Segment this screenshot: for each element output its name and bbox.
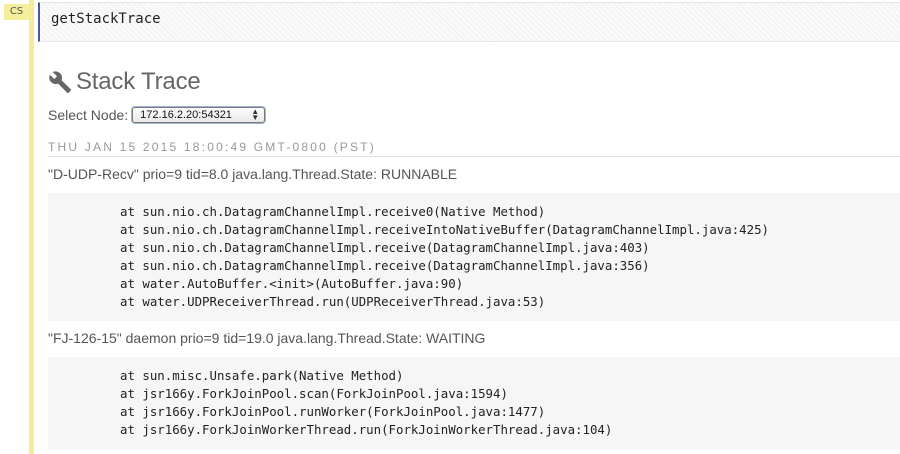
node-select-value: 172.16.2.20:54321	[140, 109, 232, 121]
trace-line: at jsr166y.ForkJoinPool.runWorker(ForkJo…	[120, 404, 546, 419]
wrench-icon	[49, 71, 71, 93]
trace-line: at sun.nio.ch.DatagramChannelImpl.receiv…	[120, 240, 650, 255]
trace-line: at water.AutoBuffer.<init>(AutoBuffer.ja…	[120, 276, 464, 291]
trace-line: at jsr166y.ForkJoinPool.scan(ForkJoinPoo…	[120, 386, 508, 401]
trace-line: at sun.nio.ch.DatagramChannelImpl.receiv…	[120, 258, 650, 273]
trace-line: at sun.misc.Unsafe.park(Native Method)	[120, 368, 404, 383]
node-selector-row: Select Node: 172.16.2.20:54321 ▲▼	[48, 104, 900, 126]
code-input-cell[interactable]: getStackTrace	[38, 2, 900, 42]
trace-line: at sun.nio.ch.DatagramChannelImpl.receiv…	[120, 204, 546, 219]
trace-line: at jsr166y.ForkJoinWorkerThread.run(Fork…	[120, 422, 613, 437]
thread-header: "FJ-126-15" daemon prio=9 tid=19.0 java.…	[48, 330, 486, 346]
cell-gutter-bar[interactable]	[29, 0, 34, 454]
trace-timestamp: THU JAN 15 2015 18:00:49 GMT-0800 (PST)	[48, 140, 900, 157]
thread-header: "D-UDP-Recv" prio=9 tid=8.0 java.lang.Th…	[48, 166, 458, 182]
stack-trace-block: at sun.nio.ch.DatagramChannelImpl.receiv…	[48, 193, 900, 321]
select-node-label: Select Node:	[48, 107, 129, 123]
stack-trace-block: at sun.misc.Unsafe.park(Native Method) a…	[48, 357, 900, 449]
page-title: Stack Trace	[76, 68, 201, 95]
trace-line: at water.UDPReceiverThread.run(UDPReceiv…	[120, 294, 546, 309]
trace-line: at sun.nio.ch.DatagramChannelImpl.receiv…	[120, 222, 770, 237]
node-select-dropdown[interactable]: 172.16.2.20:54321 ▲▼	[132, 107, 266, 123]
cell-type-badge[interactable]: CS	[4, 4, 29, 20]
output-title-row: Stack Trace	[48, 62, 900, 102]
output-area: Stack Trace Select Node: 172.16.2.20:543…	[48, 62, 900, 449]
updown-arrows-icon: ▲▼	[251, 107, 260, 122]
input-code-text[interactable]: getStackTrace	[51, 11, 161, 27]
